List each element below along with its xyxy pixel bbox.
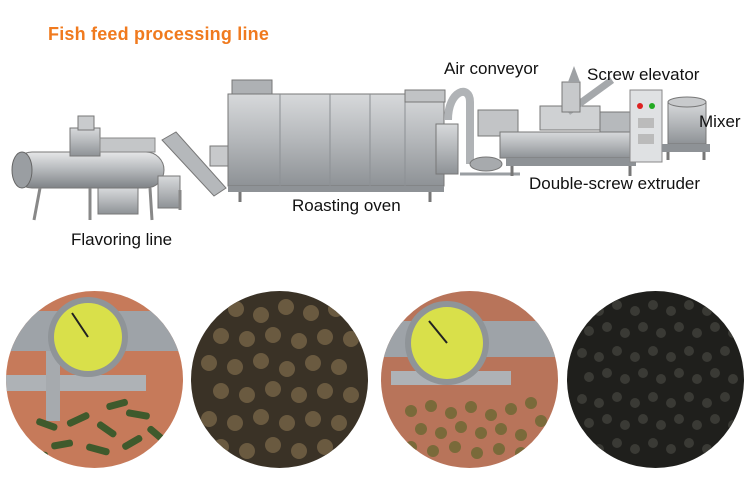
screw-elevator-machine xyxy=(561,66,615,115)
label-air-conveyor: Air conveyor xyxy=(444,59,539,78)
roasting-oven-machine xyxy=(209,79,446,202)
mixer-machine xyxy=(662,96,710,160)
label-roasting-oven: Roasting oven xyxy=(292,196,401,215)
caliper-long-pellets-photo xyxy=(6,291,183,468)
inclined-conveyor xyxy=(161,131,227,210)
pellet-pile-icon xyxy=(191,291,368,468)
label-double-screw-extruder: Double-screw extruder xyxy=(529,174,701,193)
label-flavoring-line: Flavoring line xyxy=(71,230,173,249)
caliper-gauge-icon xyxy=(6,291,183,468)
caliper-gauge-icon xyxy=(381,291,558,468)
caliper-round-pellets-photo xyxy=(381,291,558,468)
flavoring-line-machine xyxy=(11,115,181,221)
black-pellets-photo xyxy=(567,291,744,468)
pellet-pile-icon xyxy=(567,291,744,468)
double-screw-extruder-machine xyxy=(477,105,641,176)
brown-pellets-photo xyxy=(191,291,368,468)
control-cabinet xyxy=(629,89,663,163)
label-screw-elevator: Screw elevator xyxy=(587,65,700,84)
air-conveyor-machine xyxy=(435,88,520,176)
processing-line-illustration xyxy=(11,66,710,221)
label-mixer: Mixer xyxy=(699,112,741,131)
page-title: Fish feed processing line xyxy=(48,24,270,44)
